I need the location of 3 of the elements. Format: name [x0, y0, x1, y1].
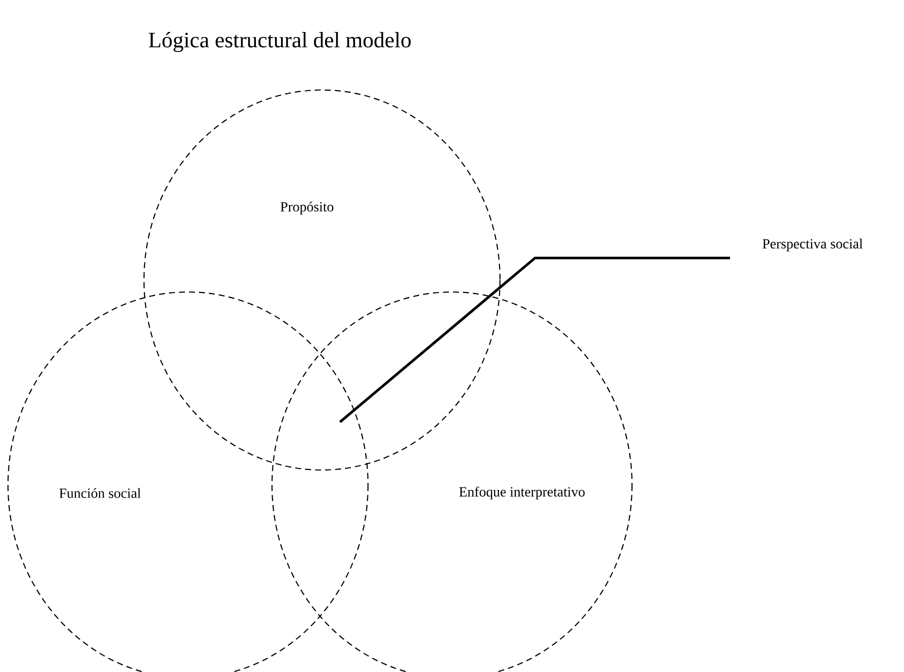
title: Lógica estructural del modelo	[148, 32, 411, 52]
leader-line	[339, 256, 730, 423]
callout-text: Perspectiva social	[762, 238, 863, 252]
